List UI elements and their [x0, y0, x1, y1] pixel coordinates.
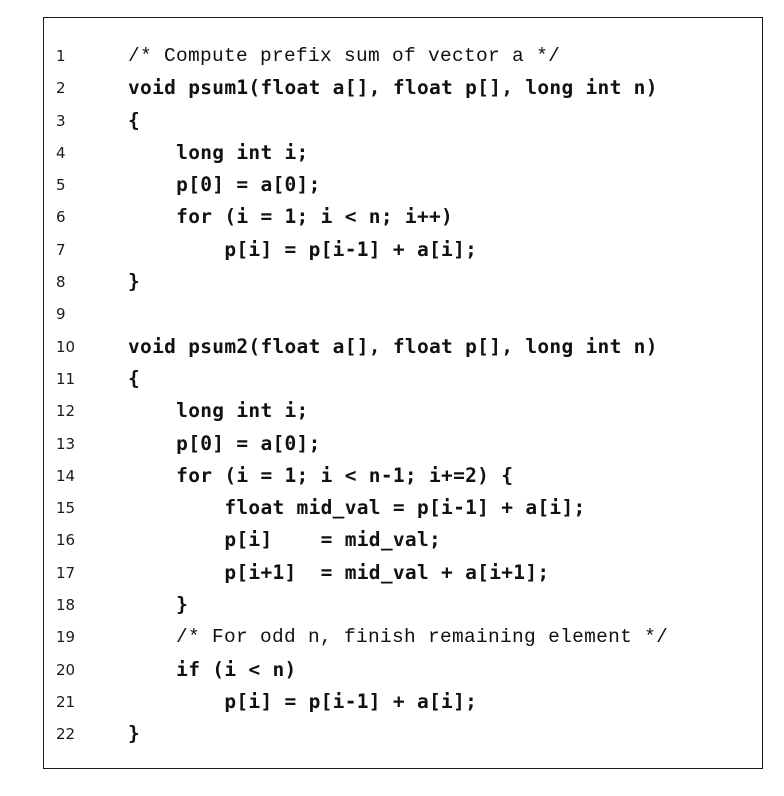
code-line: 1 /* Compute prefix sum of vector a */: [44, 40, 762, 72]
code-line: 6 for (i = 1; i < n; i++): [44, 201, 762, 233]
code-text: p[0] = a[0];: [128, 431, 321, 455]
code-text: for (i = 1; i < n; i++): [128, 205, 454, 229]
line-number: 16: [56, 531, 76, 550]
code-line: 19 /* For odd n, finish remaining elemen…: [44, 621, 762, 653]
code-line: 4 long int i;: [44, 137, 762, 169]
code-line: 15 float mid_val = p[i-1] + a[i];: [44, 492, 762, 524]
line-number: 7: [56, 240, 66, 259]
line-number: 14: [56, 466, 76, 485]
line-number: 10: [56, 337, 76, 356]
line-number: 6: [56, 208, 66, 227]
code-text: void psum1(float a[], float p[], long in…: [128, 76, 658, 100]
line-number: 5: [56, 176, 66, 195]
code-text: float mid_val = p[i-1] + a[i];: [128, 496, 586, 520]
code-line: 3{: [44, 105, 762, 137]
code-text: }: [128, 593, 189, 617]
code-line: 2 void psum1(float a[], float p[], long i…: [44, 72, 762, 104]
line-number: 8: [56, 273, 66, 292]
code-text: p[i] = p[i-1] + a[i];: [128, 689, 478, 713]
code-line: 22}: [44, 718, 762, 750]
code-text: p[i+1] = mid_val + a[i+1];: [128, 560, 550, 584]
line-number: 13: [56, 434, 76, 453]
code-text: p[0] = a[0];: [128, 173, 321, 197]
code-line: 13 p[0] = a[0];: [44, 428, 762, 460]
line-number: 19: [56, 628, 76, 647]
line-number: 4: [56, 143, 66, 162]
code-listing: 1 /* Compute prefix sum of vector a */ 2 vo…: [44, 40, 762, 751]
line-number: 12: [56, 402, 76, 421]
code-line: 7 p[i] = p[i-1] + a[i];: [44, 234, 762, 266]
code-comment: /* Compute prefix sum of vector a */: [128, 45, 561, 67]
line-number: 3: [56, 111, 66, 130]
line-number: 22: [56, 725, 76, 744]
code-line: 11 {: [44, 363, 762, 395]
code-text: long int i;: [128, 140, 309, 164]
code-text: }: [128, 722, 141, 746]
line-number: 11: [56, 369, 76, 388]
line-number: 21: [56, 692, 76, 711]
code-text: long int i;: [128, 399, 309, 423]
code-line: 8}: [44, 266, 762, 298]
line-number: 9: [56, 305, 66, 324]
code-text: }: [128, 270, 141, 294]
line-number: 20: [56, 660, 76, 679]
code-line: 20 if (i < n): [44, 654, 762, 686]
code-text: p[i] = p[i-1] + a[i];: [128, 237, 478, 261]
code-comment: /* For odd n, finish remaining element *…: [128, 626, 669, 649]
line-number: 1: [56, 47, 66, 65]
code-line: 5 p[0] = a[0];: [44, 169, 762, 201]
code-line: 14 for (i = 1; i < n-1; i+=2) {: [44, 460, 762, 492]
code-text: p[i] = mid_val;: [128, 528, 442, 552]
code-line: 12 long int i;: [44, 395, 762, 427]
line-number: 15: [56, 499, 76, 518]
code-text: if (i < n): [128, 657, 297, 681]
code-line: 18 }: [44, 589, 762, 621]
line-number: 2: [56, 79, 66, 98]
code-line: 21 p[i] = p[i-1] + a[i];: [44, 686, 762, 718]
code-text: {: [128, 108, 141, 132]
code-line: 10 void psum2(float a[], float p[], long …: [44, 331, 762, 363]
code-line: 16 p[i] = mid_val;: [44, 524, 762, 556]
code-text: void psum2(float a[], float p[], long in…: [128, 334, 658, 358]
code-text: for (i = 1; i < n-1; i+=2) {: [128, 463, 514, 487]
code-text: {: [128, 366, 141, 390]
code-line: 17 p[i+1] = mid_val + a[i+1];: [44, 557, 762, 589]
code-listing-box: 1 /* Compute prefix sum of vector a */ 2 vo…: [43, 17, 763, 769]
code-line: 9: [44, 298, 762, 330]
line-number: 17: [56, 563, 76, 582]
line-number: 18: [56, 596, 76, 615]
